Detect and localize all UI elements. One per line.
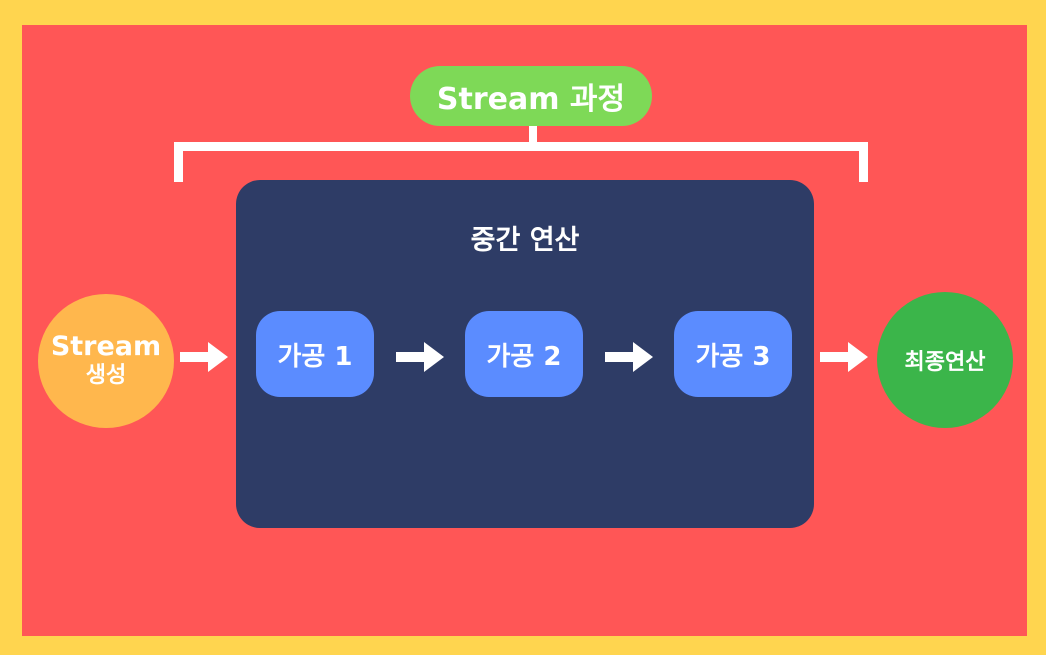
step-node-3: 가공 3 — [674, 311, 792, 397]
arrow-right-icon — [396, 342, 444, 372]
stream-create-line1: Stream — [50, 331, 162, 362]
terminal-operation-label: 최종연산 — [904, 350, 986, 375]
stream-create-line2: 생성 — [85, 363, 127, 388]
arrow-right-icon — [605, 342, 653, 372]
stream-create-node: Stream 생성 — [38, 294, 174, 428]
bracket-right-leg — [859, 142, 868, 182]
step-node-2: 가공 2 — [465, 311, 583, 397]
arrow-right-icon — [180, 342, 228, 372]
arrow-right-icon — [820, 342, 868, 372]
step-node-1: 가공 1 — [256, 311, 374, 397]
terminal-operation-node: 최종연산 — [877, 292, 1013, 428]
step-label-2: 가공 2 — [486, 341, 562, 372]
bracket-left-leg — [174, 142, 183, 182]
stream-process-label: Stream 과정 — [410, 66, 652, 126]
step-label-1: 가공 1 — [277, 341, 353, 372]
bracket-bar — [174, 142, 868, 151]
stream-process-label-text: Stream 과정 — [436, 82, 626, 117]
panel-title: 중간 연산 — [470, 225, 580, 256]
step-label-3: 가공 3 — [695, 341, 771, 372]
bracket-stem — [529, 126, 537, 144]
